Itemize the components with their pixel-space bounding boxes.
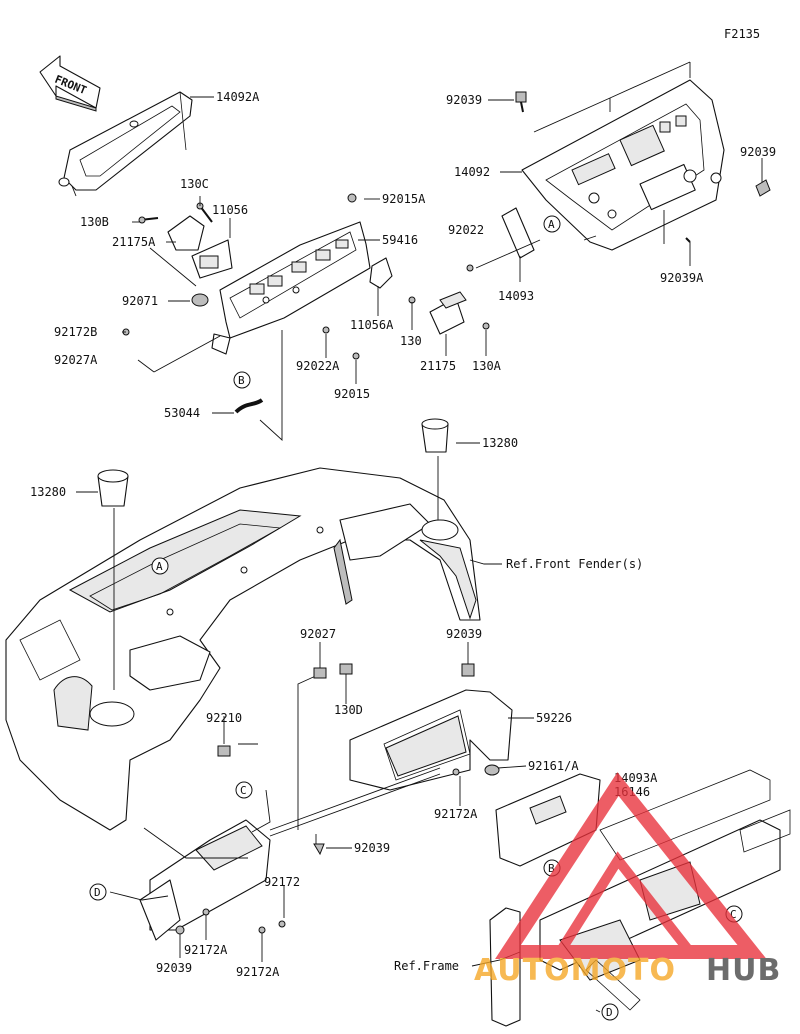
watermark-inner-triangle-icon [550, 851, 701, 957]
part-label-p53044: 53044 [164, 406, 200, 420]
bolt-92015a [347, 193, 357, 203]
callout-letter: C [240, 784, 247, 797]
part-label-p59416: 59416 [382, 233, 418, 247]
nut-92022 [466, 264, 474, 272]
callout-d-left: D [89, 883, 107, 901]
callout-letter: A [548, 218, 555, 231]
fasteners-lower [175, 663, 475, 935]
part-label-ref-front-fender: Ref.Front Fender(s) [506, 557, 643, 571]
callout-letter: B [238, 374, 245, 387]
grommet-92071 [191, 293, 209, 307]
part-label-p11056: 11056 [212, 203, 248, 217]
part-label-p92015: 92015 [334, 387, 370, 401]
clip-92039-right [755, 179, 771, 197]
part-label-p14092: 14092 [454, 165, 490, 179]
clip-92039-top [515, 91, 527, 113]
nut-92022a [322, 326, 330, 334]
callout-letter: C [730, 908, 737, 921]
part-label-p92071: 92071 [122, 294, 158, 308]
part-label-p130d: 130D [334, 703, 363, 717]
leader-lines [71, 61, 763, 1013]
callout-c-left: C [235, 781, 253, 799]
part-label-p21175: 21175 [420, 359, 456, 373]
part-labels: F2135 14092A 130C 11056 130B 21175A 9207… [30, 27, 776, 979]
part-label-p92022: 92022 [448, 223, 484, 237]
nut-92015 [352, 352, 360, 360]
part-label-p13280-right: 13280 [482, 436, 518, 450]
callout-a-lower: A [151, 557, 169, 575]
part-label-p14093: 14093 [498, 289, 534, 303]
part-label-p92039-low: 92039 [354, 841, 390, 855]
part-label-p130c: 130C [180, 177, 209, 191]
part-label-p92027: 92027 [300, 627, 336, 641]
watermark-logo: AUTOMOTO HUB [474, 772, 781, 988]
clip-11056a [369, 257, 393, 289]
part-label-p13280-left: 13280 [30, 485, 66, 499]
callout-letter: B [548, 862, 555, 875]
cup-holder-13280-left [97, 469, 129, 507]
part-label-p14092a: 14092A [216, 90, 260, 104]
part-label-p92172a-b: 92172A [236, 965, 280, 979]
part-label-p92027a: 92027A [54, 353, 98, 367]
watermark-text-auto: AUTOMOTO [474, 953, 676, 988]
callout-b-upper: B [233, 371, 251, 389]
lower-cover-14093a [495, 773, 601, 867]
meter-assembly-59416 [211, 221, 371, 355]
part-label-p92161a: 92161/A [528, 759, 579, 773]
part-label-p130: 130 [400, 334, 422, 348]
part-label-p11056a: 11056A [350, 318, 394, 332]
part-label-p92022a: 92022A [296, 359, 340, 373]
part-label-p92210: 92210 [206, 711, 242, 725]
callout-letter: D [606, 1006, 613, 1019]
lower-duct [139, 767, 441, 941]
cup-holder-13280-right [421, 418, 449, 453]
callout-letter: D [94, 886, 101, 899]
part-label-p92172a-a: 92172A [184, 943, 228, 957]
part-label-p130b: 130B [80, 215, 109, 229]
part-label-p21175a: 21175A [112, 235, 156, 249]
part-label-p92172: 92172 [264, 875, 300, 889]
hose-53044 [234, 398, 264, 414]
bracket-21175 [429, 291, 467, 335]
part-label-p59226: 59226 [536, 711, 572, 725]
bezel-14092a [58, 91, 193, 191]
callout-letter: A [156, 560, 163, 573]
part-label-p92039a: 92039A [660, 271, 704, 285]
part-label-p92172b: 92172B [54, 325, 97, 339]
dashboard-body [5, 467, 481, 831]
bolt-130c [196, 202, 213, 223]
strip-14093 [501, 207, 535, 259]
part-label-p92039-top: 92039 [446, 93, 482, 107]
callout-a-upper: A [543, 215, 561, 233]
part-label-p130a: 130A [472, 359, 502, 373]
part-label-p92039-bottom: 92039 [156, 961, 192, 975]
pin-92039a [685, 237, 691, 243]
part-label-p92172a-mid: 92172A [434, 807, 478, 821]
front-arrow-icon: FRONT [39, 55, 101, 112]
part-label-ref-frame: Ref.Frame [394, 959, 459, 973]
part-label-p92039-mid: 92039 [446, 627, 482, 641]
glove-box-59226 [349, 689, 513, 791]
part-label-p14093a: 14093A [614, 771, 658, 785]
panel-14092 [521, 79, 725, 251]
watermark-text-hub: HUB [706, 953, 781, 988]
callout-d-bottom: D [601, 1003, 619, 1021]
bracket-21175a [167, 215, 233, 279]
bolt-130b [138, 216, 159, 224]
part-label-p92039-right: 92039 [740, 145, 776, 159]
bolt-130a [482, 322, 490, 330]
part-label-p92015a: 92015A [382, 192, 426, 206]
diagram-code: F2135 [724, 27, 760, 41]
